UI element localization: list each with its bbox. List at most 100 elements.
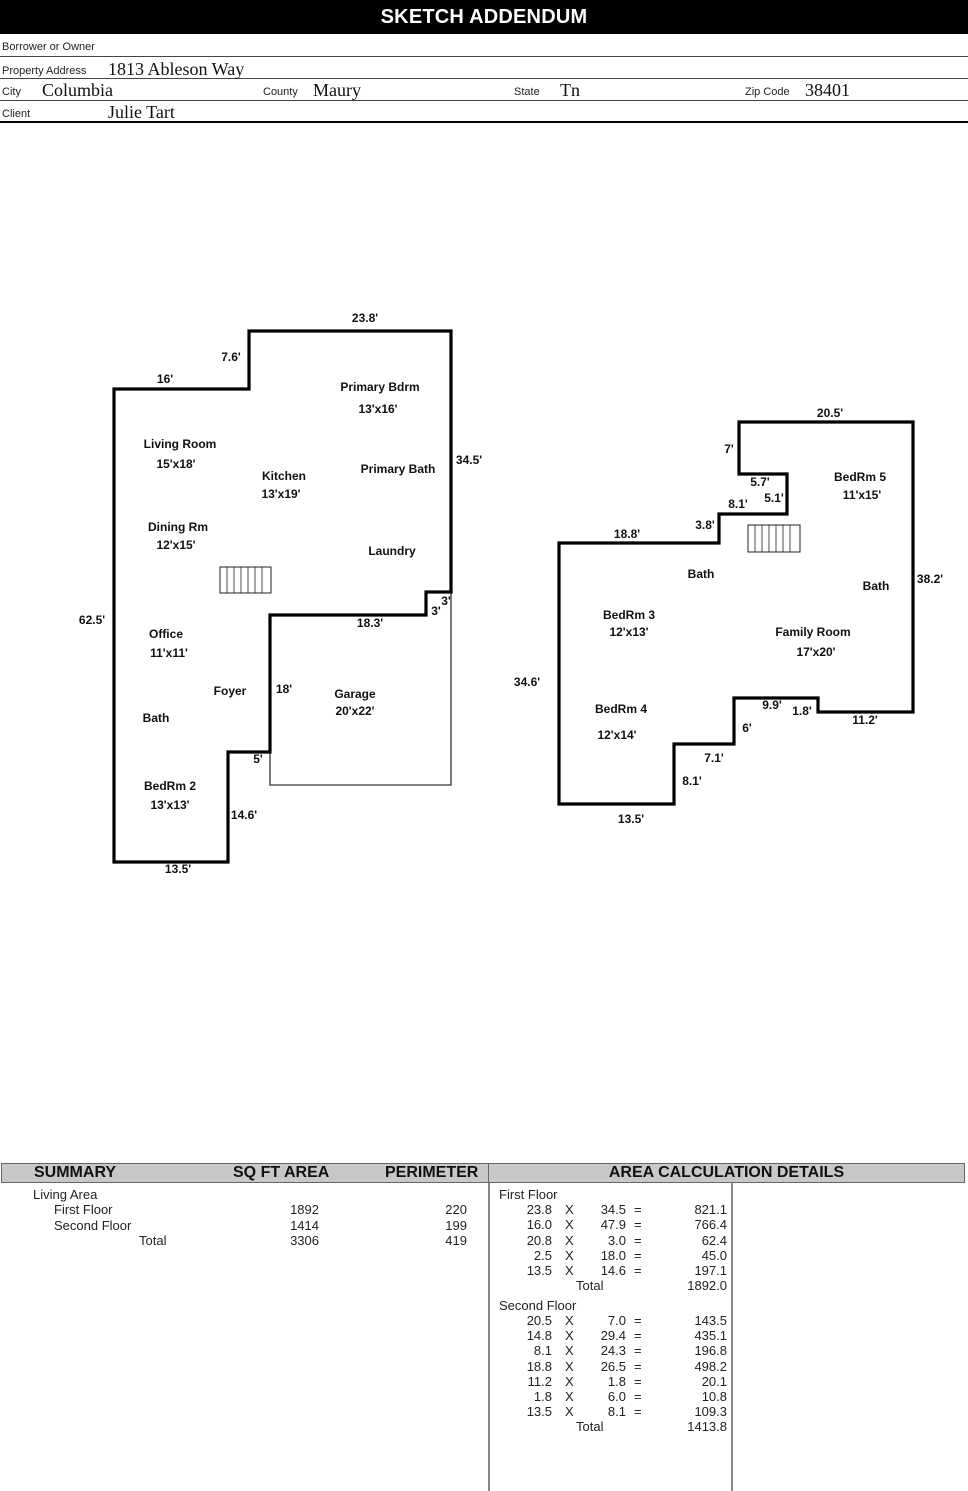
calc-result: 143.5 <box>694 1313 727 1328</box>
calc-eq: = <box>634 1328 642 1344</box>
city-row: City Columbia County Maury State Tn Zip … <box>0 79 968 101</box>
calc-eq: = <box>634 1217 642 1233</box>
dim-label: 6' <box>742 721 752 735</box>
dim-label: 5.1' <box>764 491 784 505</box>
city-value: Columbia <box>42 80 113 100</box>
calc-eq: = <box>634 1202 642 1218</box>
room-size: 12'x13' <box>609 625 648 639</box>
calc-b: 29.4 <box>600 1328 626 1344</box>
dim-label: 7' <box>724 442 734 456</box>
calc-eq: = <box>634 1373 642 1389</box>
sqft-col-label: SQ FT AREA <box>233 1164 330 1181</box>
calc-x: X <box>565 1373 574 1389</box>
calc-x: X <box>565 1217 574 1233</box>
calc-b: 24.3 <box>600 1343 626 1359</box>
room-name: Office <box>149 627 183 641</box>
calc-eq: = <box>634 1343 642 1359</box>
second-floor-outline <box>557 420 915 806</box>
dim-label: 62.5' <box>79 613 105 627</box>
calc-a: 13.5 <box>526 1404 552 1420</box>
calc-x: X <box>565 1263 574 1278</box>
calc-x: X <box>565 1343 574 1359</box>
calc-b: 6.0 <box>607 1389 626 1404</box>
dim-label: 18' <box>276 682 292 696</box>
summary-row-area: 1414 <box>290 1218 319 1233</box>
dim-label: 3' <box>431 604 441 618</box>
calc-result: 197.1 <box>694 1263 727 1278</box>
room-name: BedRm 2 <box>144 779 196 793</box>
calc-eq: = <box>634 1313 642 1328</box>
calc-eq: = <box>634 1232 642 1248</box>
dim-label: 7.6' <box>221 350 241 364</box>
calc-x: X <box>565 1232 574 1248</box>
calc-a: 23.8 <box>526 1202 552 1218</box>
room-name: Bath <box>688 567 715 581</box>
state-value: Tn <box>560 80 580 100</box>
state-label: State <box>514 86 540 98</box>
dim-label: 14.6' <box>231 808 257 822</box>
summary-row-perimeter: 199 <box>445 1218 467 1233</box>
dim-label: 3' <box>441 594 451 608</box>
borrower-row: Borrower or Owner <box>0 34 968 57</box>
calc-x: X <box>565 1313 574 1328</box>
dim-label: 23.8' <box>352 311 378 325</box>
summary-row-label: Total <box>139 1233 167 1248</box>
calc-eq: = <box>634 1263 642 1278</box>
calc-a: 1.8 <box>533 1389 552 1404</box>
client-label: Client <box>2 108 31 120</box>
calc-result: 766.4 <box>694 1217 727 1233</box>
calc-eq: = <box>634 1389 642 1404</box>
calc-b: 34.5 <box>600 1202 626 1218</box>
calc-b: 3.0 <box>607 1232 626 1248</box>
room-name: Garage <box>334 687 376 701</box>
calc-a: 14.8 <box>526 1328 552 1344</box>
dim-label: 3.8' <box>695 518 715 532</box>
room-size: 13'x19' <box>261 487 300 501</box>
room-name: Laundry <box>368 544 416 558</box>
calc-a: 8.1 <box>533 1343 552 1359</box>
dim-label: 34.5' <box>456 453 482 467</box>
room-size: 12'x15' <box>156 538 195 552</box>
calc-total-value: 1413.8 <box>687 1419 727 1435</box>
calc-result: 435.1 <box>694 1328 727 1344</box>
calc-total-label: Total <box>576 1278 604 1294</box>
dim-label: 8.1' <box>682 774 702 788</box>
room-size: 20'x22' <box>335 704 374 718</box>
calc-x: X <box>565 1202 574 1218</box>
room-size: 11'x11' <box>150 646 188 660</box>
column-divider <box>488 1183 490 1491</box>
calc-result: 62.4 <box>701 1232 727 1248</box>
calc-a: 2.5 <box>533 1247 552 1263</box>
calc-result: 109.3 <box>694 1404 727 1420</box>
dim-label: 16' <box>157 372 173 386</box>
garage-outline <box>269 592 452 786</box>
county-label: County <box>263 86 298 98</box>
dim-label: 9.9' <box>762 698 782 712</box>
summary-header: SUMMARY SQ FT AREA PERIMETER <box>1 1163 489 1183</box>
borrower-label: Borrower or Owner <box>2 41 95 53</box>
calc-a: 13.5 <box>526 1263 552 1278</box>
dim-label: 18.8' <box>614 527 640 541</box>
room-name: Bath <box>143 711 170 725</box>
calc-result: 20.1 <box>701 1373 727 1389</box>
dim-label: 38.2' <box>917 572 943 586</box>
calc-x: X <box>565 1328 574 1344</box>
floor-title: First Floor <box>499 1187 558 1202</box>
stairs-icon <box>747 524 801 553</box>
calc-a: 11.2 <box>527 1373 552 1389</box>
calc-b: 18.0 <box>600 1247 626 1263</box>
dim-label: 5.7' <box>750 475 770 489</box>
first-floor-outline <box>112 329 453 864</box>
calc-b: 47.9 <box>600 1217 626 1233</box>
room-name: BedRm 4 <box>595 702 647 716</box>
address-value: 1813 Ableson Way <box>108 59 245 79</box>
dim-label: 7.1' <box>704 751 724 765</box>
calc-b: 8.1 <box>607 1404 626 1420</box>
calc-b: 14.6 <box>600 1263 626 1278</box>
calc-a: 20.5 <box>526 1313 552 1328</box>
address-row: Property Address 1813 Ableson Way <box>0 57 968 79</box>
county-value: Maury <box>313 80 361 100</box>
room-name: Family Room <box>775 625 850 639</box>
dim-label: 11.2' <box>852 713 878 727</box>
